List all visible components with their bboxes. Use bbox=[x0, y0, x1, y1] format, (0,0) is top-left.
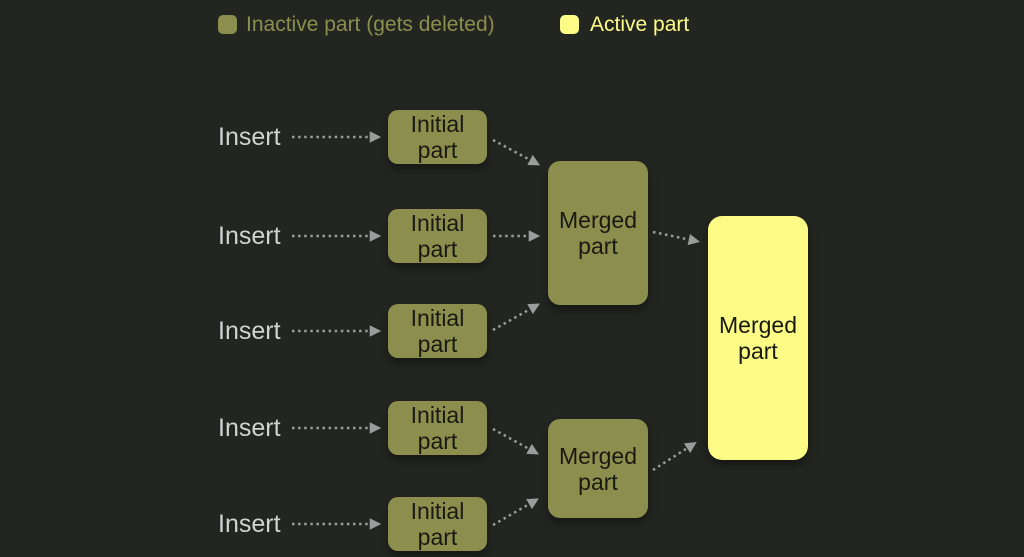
merged-part-box-1: Merged part bbox=[548, 161, 648, 305]
insert-label-5: Insert bbox=[218, 510, 281, 538]
initial-part-box-2: Initial part bbox=[388, 209, 487, 263]
final-merged-part-box: Merged part bbox=[708, 216, 808, 460]
arrow-initial-1-to-merged-1 bbox=[492, 138, 541, 166]
initial-part-box-3: Initial part bbox=[388, 304, 487, 358]
arrow-merged-2-to-final bbox=[652, 442, 697, 472]
initial-part-label: Initial part bbox=[410, 111, 465, 163]
merged-part-label: Merged part bbox=[559, 207, 637, 259]
legend-inactive-swatch bbox=[218, 15, 237, 34]
arrow-initial-3-to-merged-1 bbox=[492, 303, 541, 332]
merged-part-box-2: Merged part bbox=[548, 419, 648, 518]
legend-inactive-label: Inactive part (gets deleted) bbox=[246, 13, 495, 36]
initial-part-label: Initial part bbox=[410, 498, 465, 550]
initial-part-box-5: Initial part bbox=[388, 497, 487, 551]
initial-part-label: Initial part bbox=[410, 210, 465, 262]
insert-label-2: Insert bbox=[218, 222, 281, 250]
initial-part-label: Initial part bbox=[410, 305, 465, 357]
insert-label-3: Insert bbox=[218, 317, 281, 345]
insert-label-4: Insert bbox=[218, 414, 281, 442]
initial-part-box-1: Initial part bbox=[388, 110, 487, 164]
arrow-merged-1-to-final bbox=[652, 230, 701, 246]
initial-part-label: Initial part bbox=[410, 402, 465, 454]
legend-active-label: Active part bbox=[590, 13, 690, 36]
legend-active-swatch bbox=[560, 15, 579, 34]
insert-label-1: Insert bbox=[218, 123, 281, 151]
merged-part-label: Merged part bbox=[559, 442, 637, 495]
arrow-initial-5-to-merged-2 bbox=[492, 498, 539, 527]
initial-part-box-4: Initial part bbox=[388, 401, 487, 455]
final-merged-part-label: Merged part bbox=[719, 312, 797, 364]
arrow-initial-4-to-merged-2 bbox=[492, 427, 540, 455]
